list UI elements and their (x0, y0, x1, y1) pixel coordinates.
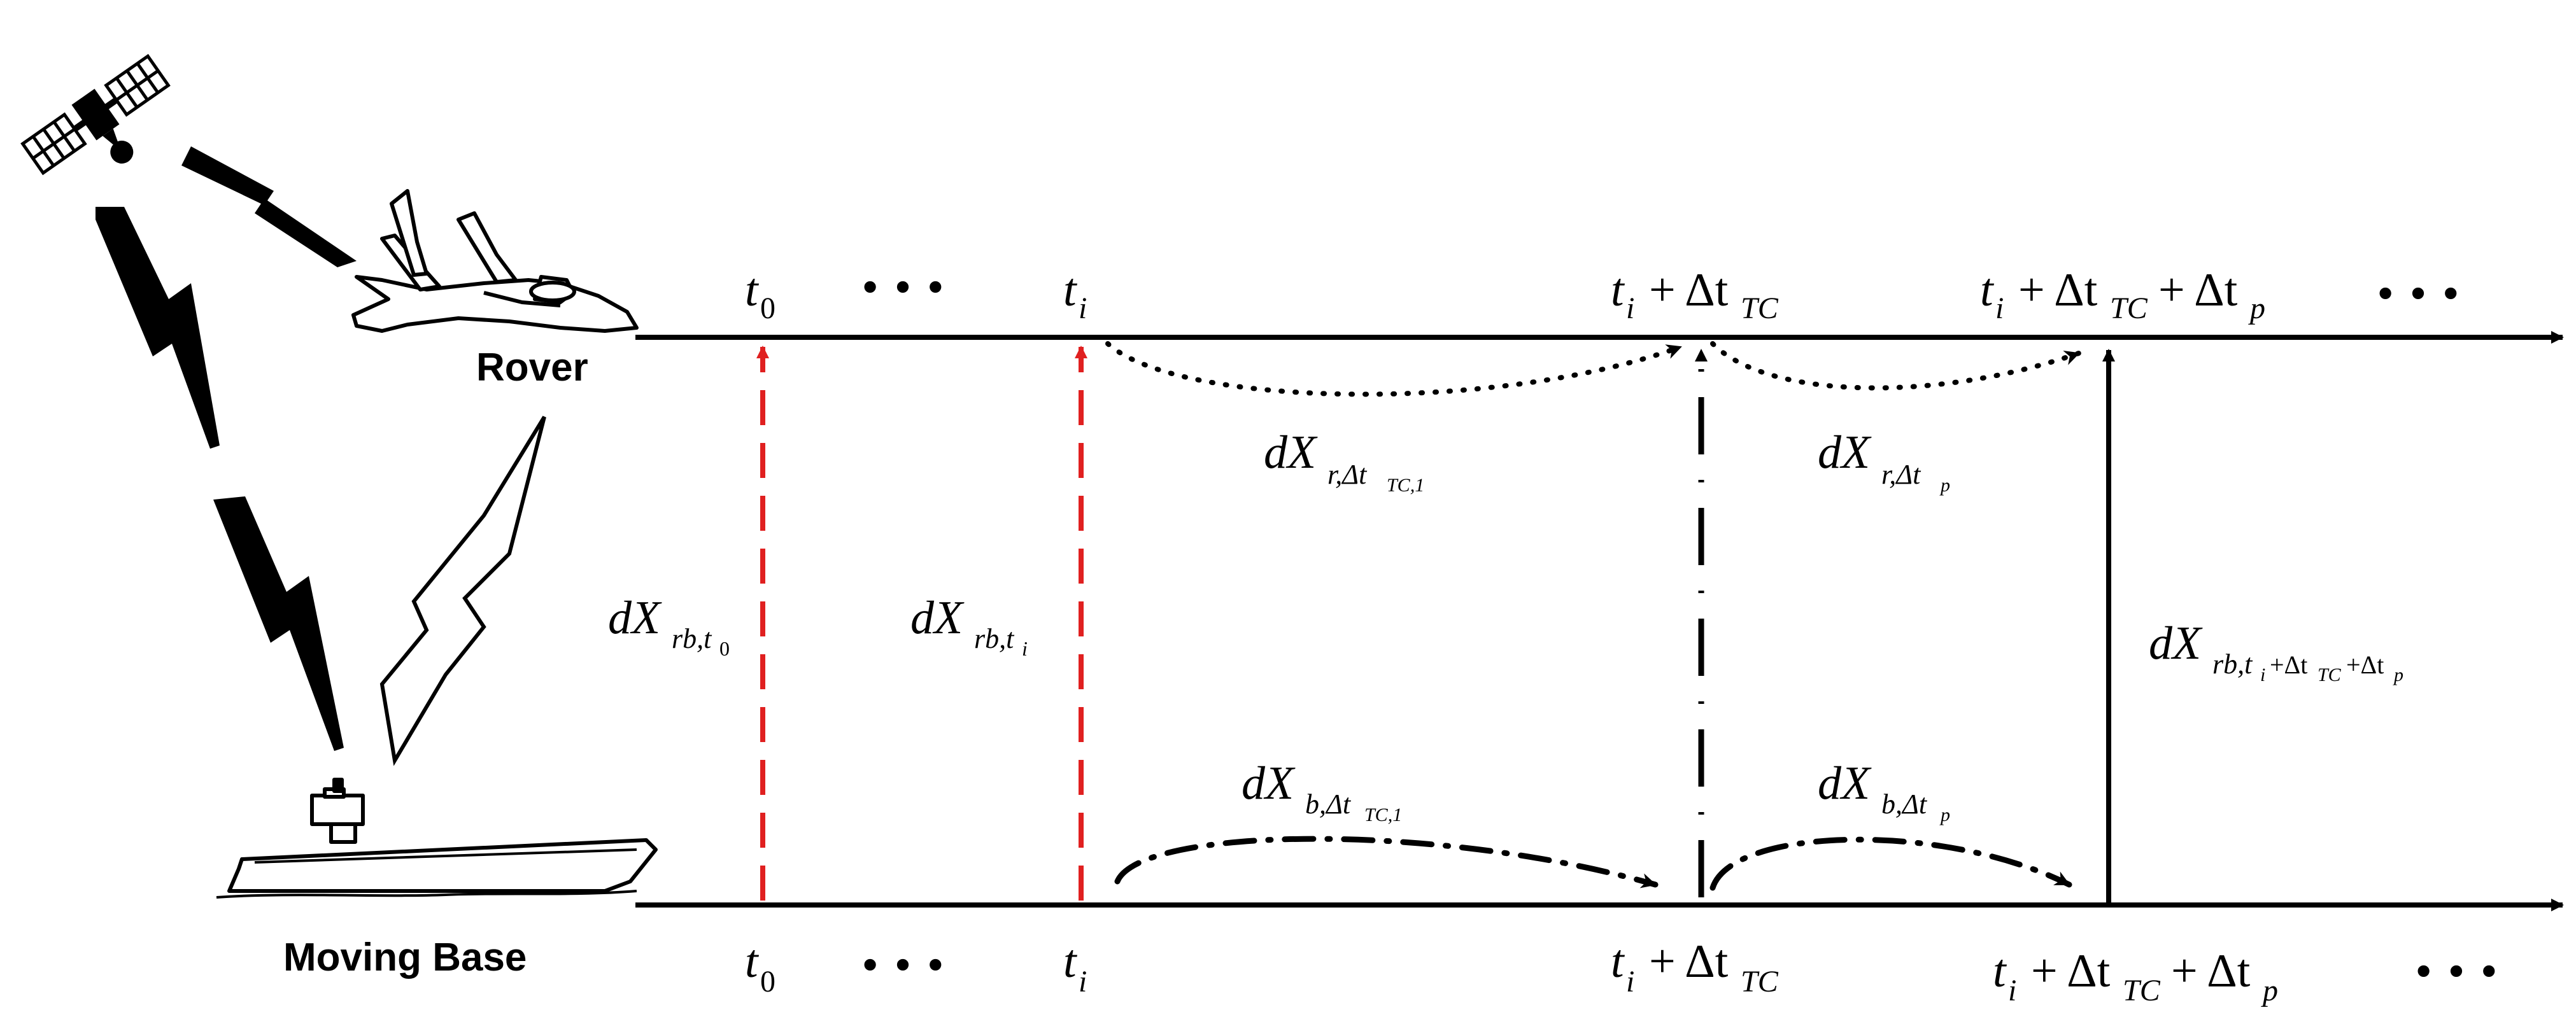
svg-text:0: 0 (760, 291, 775, 325)
signal-bolt-icon (96, 146, 357, 751)
svg-text:p: p (2393, 664, 2403, 685)
svg-text:rb,t: rb,t (2212, 649, 2253, 680)
svg-text:t: t (1611, 264, 1625, 316)
svg-text:TC: TC (2318, 664, 2342, 685)
label-dX-rb-ti: dX rb,t i (910, 592, 1028, 660)
svg-text:TC: TC (1741, 291, 1779, 325)
base-increment-tc-curve (1114, 836, 1659, 888)
svg-text:TC: TC (2110, 291, 2148, 325)
svg-text:t: t (745, 264, 760, 316)
top-ellipsis: • • • (860, 269, 946, 307)
moving-base-label: Moving Base (283, 936, 527, 979)
aircraft-icon (351, 189, 639, 333)
rover-label: Rover (476, 346, 588, 389)
svg-text:+ Δt: + Δt (1649, 936, 1729, 988)
svg-text:dX: dX (1242, 757, 1296, 810)
svg-text:+ Δt: + Δt (2171, 945, 2251, 997)
svg-text:i: i (1626, 291, 1634, 325)
svg-text:+Δt: +Δt (2270, 650, 2307, 679)
svg-text:TC: TC (2123, 974, 2161, 1007)
svg-text:r,Δt: r,Δt (1327, 459, 1368, 490)
svg-text:dX: dX (1818, 426, 1872, 479)
svg-text:TC: TC (1741, 965, 1779, 999)
svg-text:b,Δt: b,Δt (1305, 789, 1352, 820)
label-dX-b-p: dX b,Δt p (1818, 757, 1950, 825)
uplink-bolt-icon (379, 416, 546, 766)
svg-text:+ Δt: + Δt (2031, 945, 2111, 997)
rover-increment-tc-curve (1105, 341, 1683, 397)
bottom-tick-tc: t i + Δt TC (1611, 936, 1779, 999)
base-increment-p-curve (1709, 836, 2072, 891)
svg-text:i: i (1995, 291, 2004, 325)
svg-text:TC,1: TC,1 (1387, 475, 1424, 496)
svg-text:p: p (1939, 475, 1950, 496)
svg-text:dX: dX (1264, 426, 1318, 479)
top-ellipsis-end: • • • (2375, 276, 2461, 314)
svg-text:+ Δt: + Δt (2018, 264, 2098, 316)
svg-text:dX: dX (910, 592, 965, 644)
svg-text:TC,1: TC,1 (1364, 804, 1402, 825)
svg-text:+Δt: +Δt (2346, 650, 2384, 679)
svg-text:+ Δt: + Δt (1649, 264, 1729, 316)
ship-icon (216, 778, 658, 899)
svg-text:t: t (1611, 936, 1625, 988)
rover-increment-p-curve (1710, 341, 2081, 391)
top-tick-tp: t i + Δt TC + Δt p (1980, 264, 2265, 325)
svg-text:i: i (1079, 291, 1087, 325)
svg-text:i: i (1626, 965, 1634, 999)
svg-text:t: t (1993, 945, 2007, 997)
bottom-tick-t0: t 0 (745, 936, 775, 999)
svg-text:p: p (2261, 974, 2278, 1007)
svg-text:p: p (2248, 291, 2265, 325)
svg-text:t: t (1063, 264, 1078, 316)
svg-text:dX: dX (608, 592, 662, 644)
svg-text:i: i (1079, 965, 1087, 999)
svg-text:r,Δt: r,Δt (1881, 459, 1921, 490)
top-tick-ti: t i (1063, 264, 1087, 325)
svg-text:rb,t: rb,t (974, 623, 1015, 654)
bottom-ellipsis: • • • (860, 947, 946, 985)
svg-text:dX: dX (2149, 617, 2203, 670)
label-dX-r-p: dX r,Δt p (1818, 426, 1950, 496)
bottom-tick-tp: t i + Δt TC + Δt p (1993, 945, 2278, 1007)
satellite-icon (20, 53, 171, 176)
svg-text:i: i (2008, 974, 2016, 1007)
label-dX-b-tc: dX b,Δt TC,1 (1242, 757, 1402, 825)
svg-text:p: p (1939, 804, 1950, 825)
svg-text:t: t (745, 936, 760, 988)
svg-text:dX: dX (1818, 757, 1872, 810)
svg-text:t: t (1063, 936, 1078, 988)
svg-text:t: t (1980, 264, 1995, 316)
svg-text:i: i (1022, 637, 1028, 660)
top-tick-tc: t i + Δt TC (1611, 264, 1779, 325)
svg-text:i: i (2260, 664, 2265, 685)
svg-text:0: 0 (760, 965, 775, 999)
svg-text:+ Δt: + Δt (2158, 264, 2238, 316)
label-dX-rb-final: dX rb,t i +Δt TC +Δt p (2149, 617, 2403, 685)
svg-text:b,Δt: b,Δt (1881, 789, 1928, 820)
bottom-tick-ti: t i (1063, 936, 1087, 999)
svg-text:0: 0 (719, 637, 730, 660)
top-tick-t0: t 0 (745, 264, 775, 325)
label-dX-rb-t0: dX rb,t 0 (608, 592, 730, 660)
svg-text:rb,t: rb,t (672, 623, 712, 654)
label-dX-r-tc: dX r,Δt TC,1 (1264, 426, 1424, 496)
bottom-ellipsis-end: • • • (2413, 953, 2500, 992)
